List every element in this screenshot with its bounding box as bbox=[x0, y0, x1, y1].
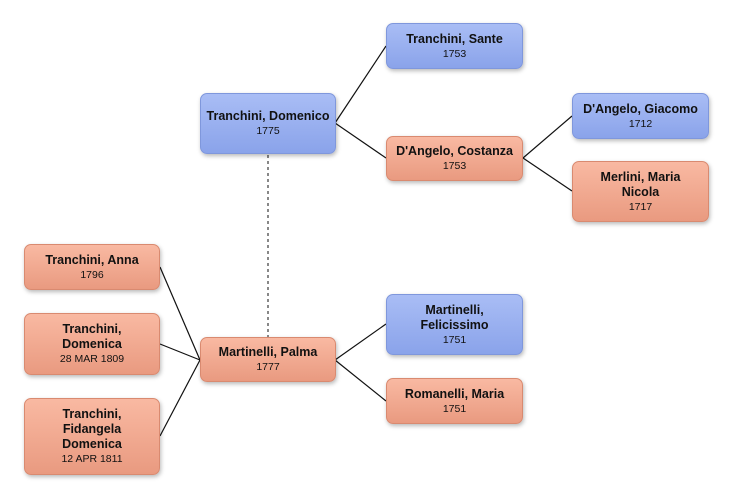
person-card-maria-nicola[interactable]: Merlini, Maria Nicola 1717 bbox=[572, 161, 709, 222]
person-name: D'Angelo, Costanza bbox=[396, 144, 513, 158]
person-card-anna[interactable]: Tranchini, Anna 1796 bbox=[24, 244, 160, 290]
person-date: 1753 bbox=[442, 47, 467, 60]
link-palma-felicissimo bbox=[334, 323, 387, 361]
link-costanza-maria-nicola bbox=[522, 157, 573, 192]
person-card-giacomo[interactable]: D'Angelo, Giacomo 1712 bbox=[572, 93, 709, 139]
person-name: Tranchini, Fidangela Domenica bbox=[62, 407, 122, 451]
person-card-domenico[interactable]: Tranchini, Domenico 1775 bbox=[200, 93, 336, 154]
person-date: 1751 bbox=[442, 402, 467, 415]
person-card-romanelli-maria[interactable]: Romanelli, Maria 1751 bbox=[386, 378, 523, 424]
link-domenico-costanza bbox=[334, 122, 387, 159]
person-name: Tranchini, Domenica bbox=[62, 322, 122, 351]
person-date: 1777 bbox=[256, 361, 280, 373]
person-name: D'Angelo, Giacomo bbox=[583, 101, 698, 116]
link-palma-romanelli bbox=[334, 359, 387, 402]
person-name: Martinelli, Palma bbox=[218, 345, 318, 359]
person-date: 12 APR 1811 bbox=[61, 453, 123, 465]
person-date: 1717 bbox=[628, 200, 653, 213]
person-date: 1775 bbox=[256, 125, 280, 137]
person-name: Tranchini, Domenico bbox=[206, 109, 330, 123]
link-fidangela-palma bbox=[159, 359, 201, 437]
link-domenica-palma bbox=[159, 343, 201, 361]
person-card-felicissimo[interactable]: Martinelli, Felicissimo 1751 bbox=[386, 294, 523, 355]
person-card-domenica[interactable]: Tranchini, Domenica 28 MAR 1809 bbox=[24, 313, 160, 375]
person-name: Martinelli, Felicissimo bbox=[420, 302, 489, 332]
person-name: Romanelli, Maria bbox=[404, 386, 505, 401]
person-card-sante[interactable]: Tranchini, Sante 1753 bbox=[386, 23, 523, 69]
person-name: Merlini, Maria Nicola bbox=[600, 169, 681, 199]
person-card-costanza[interactable]: D'Angelo, Costanza 1753 bbox=[386, 136, 523, 181]
person-date: 28 MAR 1809 bbox=[59, 353, 125, 365]
person-name: Tranchini, Sante bbox=[406, 31, 503, 46]
link-costanza-giacomo bbox=[522, 115, 573, 159]
person-date: 1753 bbox=[442, 160, 467, 172]
person-card-palma[interactable]: Martinelli, Palma 1777 bbox=[200, 337, 336, 382]
person-date: 1751 bbox=[442, 333, 467, 346]
link-domenico-sante bbox=[334, 45, 387, 124]
person-name: Tranchini, Anna bbox=[45, 252, 139, 267]
link-anna-palma bbox=[159, 266, 201, 361]
person-card-fidangela[interactable]: Tranchini, Fidangela Domenica 12 APR 181… bbox=[24, 398, 160, 475]
person-date: 1796 bbox=[80, 268, 104, 281]
person-date: 1712 bbox=[628, 117, 653, 130]
